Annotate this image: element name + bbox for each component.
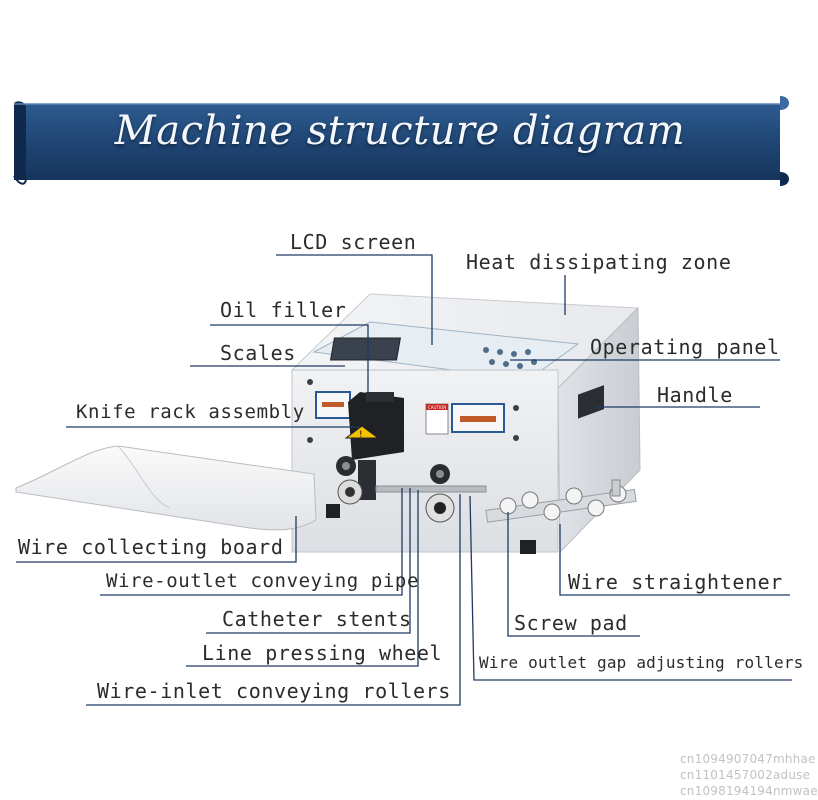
foot-left	[326, 504, 340, 518]
label-screw-pad: Screw pad	[514, 611, 628, 635]
label-scales: Scales	[220, 341, 296, 365]
label-gap-rollers: Wire outlet gap adjusting rollers	[479, 653, 804, 672]
label-catheter-stents: Catheter stents	[222, 607, 412, 631]
label-wire-outlet-pipe: Wire-outlet conveying pipe	[106, 570, 420, 592]
wire-collecting-tray	[15, 445, 317, 531]
label-line-pressing-wheel: Line pressing wheel	[202, 641, 443, 665]
label-heat-zone: Heat dissipating zone	[466, 250, 732, 274]
watermark-1: cn1094907047mhhae	[680, 752, 816, 766]
foot-right	[520, 540, 536, 554]
panel-buttons	[483, 347, 537, 369]
banner-ribbon	[13, 96, 789, 186]
label-wire-collecting-board: Wire collecting board	[18, 535, 284, 559]
label-inlet-rollers: Wire-inlet conveying rollers	[97, 679, 451, 703]
lcd-display	[329, 337, 401, 361]
svg-text:!: !	[359, 430, 363, 440]
handle-slot	[578, 385, 604, 419]
caution-text: CAUTION	[428, 405, 446, 410]
label-oil-filler: Oil filler	[220, 298, 347, 322]
watermark-2: cn1101457002aduse	[680, 768, 811, 782]
label-knife-rack: Knife rack assembly	[76, 401, 305, 423]
label-wire-straightener: Wire straightener	[568, 570, 783, 594]
label-lcd-screen: LCD screen	[290, 230, 417, 254]
label-handle: Handle	[657, 383, 733, 407]
diagram-title: Machine structure diagram	[114, 108, 686, 154]
watermark-3: cn1098194194nmwae	[680, 784, 818, 798]
label-operating-panel: Operating panel	[590, 335, 780, 359]
